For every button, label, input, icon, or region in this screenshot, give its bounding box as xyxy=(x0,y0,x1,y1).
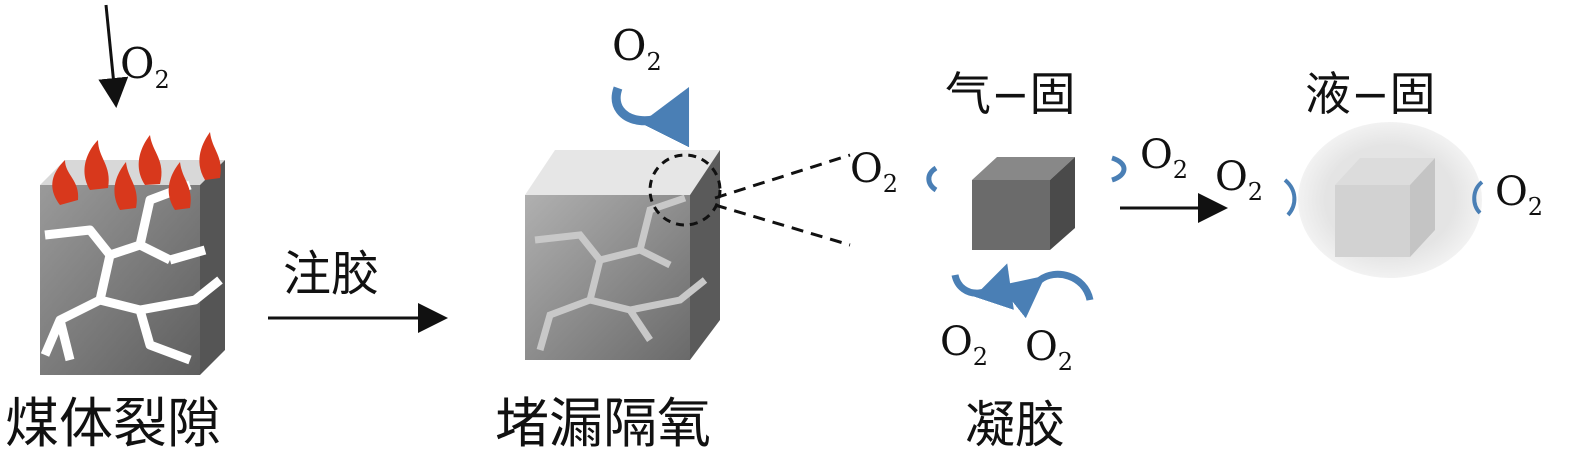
gel-cube-solid xyxy=(972,157,1075,250)
svg-text:O2: O2 xyxy=(1495,169,1543,221)
cracked-coal-cube xyxy=(40,132,225,375)
sealing-label: 堵漏隔氧 xyxy=(495,392,711,455)
oxygen-label: O2 xyxy=(120,39,170,94)
fire-icons xyxy=(52,132,221,210)
svg-text:O2: O2 xyxy=(850,146,898,198)
gas-solid-label: 气−固 xyxy=(945,67,1076,121)
down-arrow-icon xyxy=(98,4,129,108)
coal-crack-label: 煤体裂隙 xyxy=(5,392,221,455)
liquid-solid-label: 液−固 xyxy=(1305,67,1436,121)
curved-arrow-icon xyxy=(1283,178,1297,217)
curved-arrow-icon xyxy=(999,270,1094,319)
curved-arrow-icon xyxy=(926,165,938,193)
gel-cube-liquid xyxy=(1335,158,1435,257)
svg-text:O2: O2 xyxy=(1215,154,1263,206)
svg-text:O2: O2 xyxy=(940,319,988,371)
grouting-label: 注胶 xyxy=(283,246,379,302)
curved-arrow-icon xyxy=(951,263,1014,310)
curved-arrow-icon xyxy=(611,86,690,148)
gel-label: 凝胶 xyxy=(965,396,1065,454)
svg-text:O2: O2 xyxy=(612,21,662,76)
oxygen-inflow: O2 xyxy=(98,4,170,108)
zoom-circle xyxy=(648,153,722,227)
svg-text:O2: O2 xyxy=(1025,324,1073,376)
curved-arrow-icon xyxy=(1472,180,1484,215)
curved-arrow-icon xyxy=(1111,155,1127,183)
oxygen-deflection: O2 xyxy=(611,21,690,148)
svg-text:O2: O2 xyxy=(1140,132,1188,184)
sealed-cube xyxy=(525,150,720,360)
